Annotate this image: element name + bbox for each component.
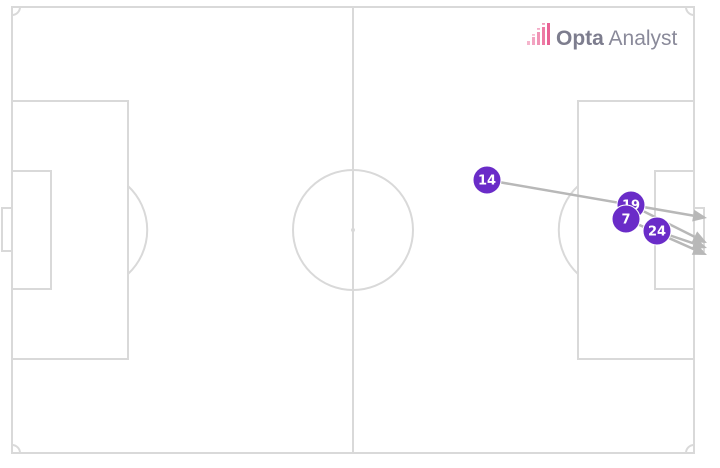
left-penalty-area [11,100,129,360]
shot-marker[interactable]: 24 [642,216,672,246]
shot-marker[interactable]: 7 [611,204,641,234]
shot-arrowhead [691,237,707,250]
corner-arc-top-right [685,6,695,16]
shot-marker-dot [611,204,641,234]
shot-arrowhead [692,209,707,222]
shot-player-number: 24 [648,225,666,240]
right-penalty-arc [557,185,579,275]
shot-marker[interactable]: 14 [472,165,502,195]
shot-player-number: 14 [478,174,496,189]
shot-marker-dot [642,216,672,246]
football-pitch [1,6,705,454]
opta-bars-logo-icon [527,23,550,45]
shot-trajectory-line [486,178,694,217]
brand-name-light: Analyst [604,27,678,50]
centre-circle [292,169,414,291]
shot-marker-dot [472,165,502,195]
centre-spot [351,228,355,232]
left-penalty-arc [127,185,149,275]
corner-arc-top-left [11,6,21,16]
right-penalty-area [577,100,695,360]
opta-analyst-logo: Opta Analyst [527,23,678,50]
left-six-yard-box [11,170,52,290]
shots-layer: 1419724 [472,165,707,255]
brand-name-strong: Opta [556,27,604,50]
left-goal [1,207,13,252]
shot-player-number: 7 [621,213,630,228]
corner-arc-bottom-left [11,444,21,454]
corner-arc-bottom-right [685,444,695,454]
brand-name: Opta Analyst [556,27,678,50]
